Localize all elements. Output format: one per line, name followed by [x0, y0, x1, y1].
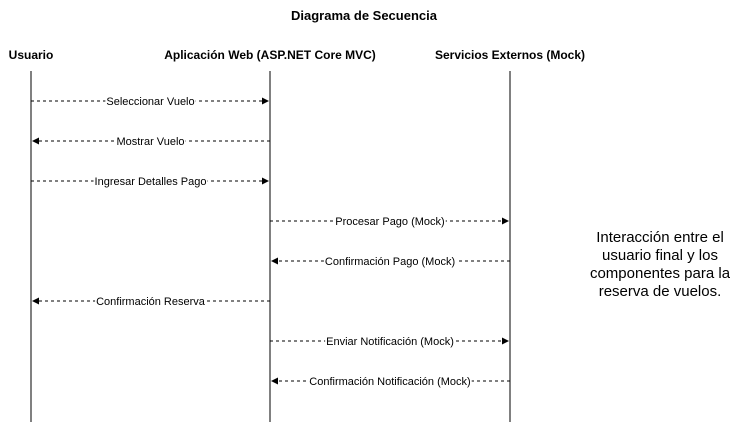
message-6: Confirmación Reserva	[32, 296, 270, 308]
message-label: Procesar Pago (Mock)	[335, 216, 444, 228]
message-label: Seleccionar Vuelo	[106, 96, 194, 108]
message-3: Ingresar Detalles Pago	[31, 176, 269, 188]
message-1: Seleccionar Vuelo	[31, 96, 269, 108]
message-label: Confirmación Pago (Mock)	[325, 256, 455, 268]
message-label: Ingresar Detalles Pago	[95, 176, 207, 188]
participant-label-web: Aplicación Web (ASP.NET Core MVC)	[164, 48, 376, 62]
message-label: Confirmación Reserva	[96, 296, 206, 308]
message-label-background	[323, 256, 457, 268]
message-label-background	[95, 296, 207, 308]
message-8: Confirmación Notificación (Mock)	[271, 376, 510, 388]
message-label: Confirmación Notificación (Mock)	[309, 376, 470, 388]
message-label-background	[93, 176, 208, 188]
diagram-note: Interacción entre el usuario final y los…	[589, 229, 730, 300]
message-5: Confirmación Pago (Mock)	[271, 256, 510, 268]
diagram-title: Diagrama de Secuencia	[291, 8, 438, 23]
message-label-background	[308, 376, 472, 388]
message-7: Enviar Notificación (Mock)	[270, 336, 509, 348]
message-label: Enviar Notificación (Mock)	[326, 336, 454, 348]
participant-label-user: Usuario	[9, 48, 54, 62]
message-2: Mostrar Vuelo	[32, 136, 270, 148]
participant-label-ext: Servicios Externos (Mock)	[435, 48, 585, 62]
message-label-background	[115, 136, 186, 148]
message-label-background	[325, 336, 455, 348]
message-label-background	[334, 216, 446, 228]
message-label-background	[105, 96, 196, 108]
message-4: Procesar Pago (Mock)	[270, 216, 509, 228]
message-label: Mostrar Vuelo	[116, 136, 184, 148]
